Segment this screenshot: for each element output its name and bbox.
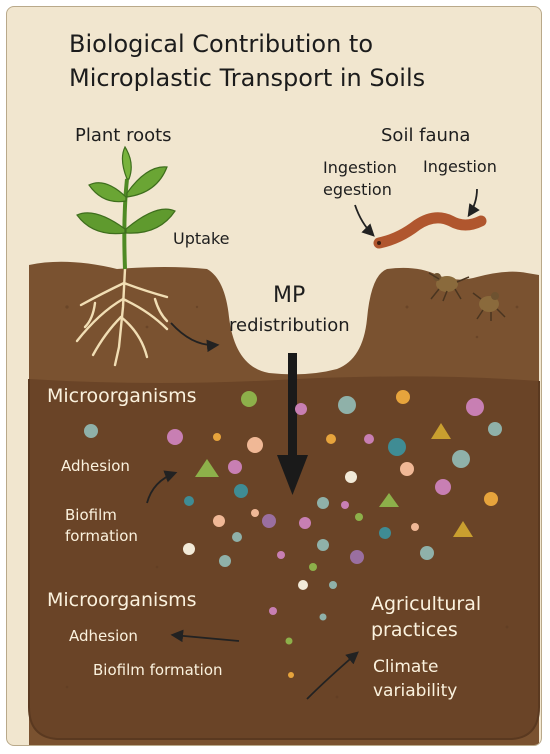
ingestion-arrow: [467, 188, 480, 218]
microplastic-particle-icon: [84, 424, 98, 438]
soil-illustration: [28, 145, 540, 745]
microplastic-particle-icon: [400, 462, 414, 476]
microplastic-particle-icon: [388, 438, 406, 456]
microplastic-particle-icon: [466, 398, 484, 416]
microplastic-particle-icon: [195, 459, 219, 477]
microplastic-particle-icon: [364, 434, 374, 444]
agricultural-practices-label: Agricultural practices: [371, 591, 481, 643]
microplastic-particle-icon: [269, 607, 277, 615]
page-title: Biological Contribution to Microplastic …: [69, 27, 425, 95]
microplastic-particle-icon: [411, 523, 419, 531]
microplastic-particle-icon: [345, 471, 357, 483]
earthworm-icon: [373, 212, 487, 249]
biofilm-upper-label: Biofilm formation: [65, 505, 138, 547]
plant-icon: [76, 145, 176, 270]
mite-icon: [428, 272, 470, 302]
microplastic-particle-icon: [350, 550, 364, 564]
microplastic-particle-icon: [309, 563, 317, 571]
microplastic-particle-icon: [213, 433, 221, 441]
climate-line-1: Climate: [373, 657, 439, 677]
microplastic-particle-icon: [379, 527, 391, 539]
microplastic-particle-icon: [288, 672, 294, 678]
microorganisms-lower-label: Microorganisms: [47, 589, 197, 611]
microplastic-particle-icon: [317, 497, 329, 509]
microplastic-particle-icon: [435, 479, 451, 495]
microplastic-particle-icon: [232, 532, 242, 542]
microplastic-particle-icon: [319, 613, 327, 621]
adhesion-upper-label: Adhesion: [61, 457, 130, 475]
microplastic-particle-icon: [326, 434, 336, 444]
uptake-label: Uptake: [173, 229, 230, 248]
microplastic-particle-icon: [299, 517, 311, 529]
biofilm-lower-label: Biofilm formation: [93, 661, 223, 679]
plant-roots: [75, 267, 169, 367]
microplastic-particle-icon: [329, 581, 337, 589]
microplastic-particle-icon: [396, 390, 410, 404]
microplastic-particle-icon: [219, 555, 231, 567]
soil-fauna-label: Soil fauna: [381, 125, 471, 146]
ingestion-label: Ingestion: [423, 157, 497, 176]
microplastic-particle-icon: [338, 396, 356, 414]
microplastic-particle-icon: [184, 496, 194, 506]
microplastic-particle-icon: [420, 546, 434, 560]
diagram-frame: Biological Contribution to Microplastic …: [6, 6, 542, 746]
microplastic-particle-icon: [298, 580, 308, 590]
microplastic-particle-icon: [247, 437, 263, 453]
microplastic-particle-icon: [277, 551, 285, 559]
microplastic-particle-icon: [379, 493, 399, 507]
agricultural-line-2: practices: [371, 619, 458, 641]
soil-outline: [28, 379, 540, 740]
title-line-2: Microplastic Transport in Soils: [69, 64, 426, 92]
microplastic-particle-icon: [213, 515, 225, 527]
adhesion-upper-arrow: [146, 470, 178, 504]
ingestion-egestion-line-1: Ingestion: [323, 158, 397, 177]
microplastic-particle-icon: [295, 403, 307, 415]
adhesion-lower-arrow: [170, 629, 240, 643]
microplastic-particles: [84, 390, 502, 678]
agricultural-line-1: Agricultural: [371, 593, 482, 615]
title-line-1: Biological Contribution to: [69, 30, 374, 58]
microplastic-particle-icon: [484, 492, 498, 506]
microplastic-particle-icon: [431, 423, 451, 439]
microplastic-particle-icon: [341, 501, 349, 509]
down-arrow-icon: [277, 353, 308, 495]
ingestion-egestion-arrow: [354, 204, 375, 237]
ingestion-egestion-line-2: egestion: [323, 180, 392, 199]
climate-line-2: variability: [373, 681, 458, 701]
microplastic-particle-icon: [241, 391, 257, 407]
microplastic-particle-icon: [262, 514, 276, 528]
microplastic-particle-icon: [285, 637, 293, 645]
subsoil-layer: [29, 376, 539, 739]
microplastic-particle-icon: [251, 509, 259, 517]
microplastic-particle-icon: [167, 429, 183, 445]
biofilm-upper-line-1: Biofilm: [65, 506, 117, 524]
biofilm-upper-line-2: formation: [65, 527, 138, 545]
redistribution-label: redistribution: [229, 315, 350, 336]
microplastic-particle-icon: [183, 543, 195, 555]
mite-icon: [472, 292, 506, 321]
microplastic-particle-icon: [228, 460, 242, 474]
microorganisms-upper-label: Microorganisms: [47, 385, 197, 407]
microplastic-particle-icon: [317, 539, 329, 551]
ingestion-egestion-label: Ingestion egestion: [323, 157, 397, 201]
microplastic-particle-icon: [453, 521, 473, 537]
microplastic-particle-icon: [488, 422, 502, 436]
agricultural-arrow: [306, 651, 359, 700]
root-to-depression-arrow: [170, 322, 220, 353]
mp-label: MP: [273, 283, 306, 308]
microplastic-particle-icon: [234, 484, 248, 498]
adhesion-lower-label: Adhesion: [69, 627, 138, 645]
microplastic-particle-icon: [452, 450, 470, 468]
microplastic-particle-icon: [355, 513, 363, 521]
plant-roots-label: Plant roots: [75, 125, 172, 146]
climate-variability-label: Climate variability: [373, 655, 457, 703]
soil-speckles: [65, 305, 519, 699]
